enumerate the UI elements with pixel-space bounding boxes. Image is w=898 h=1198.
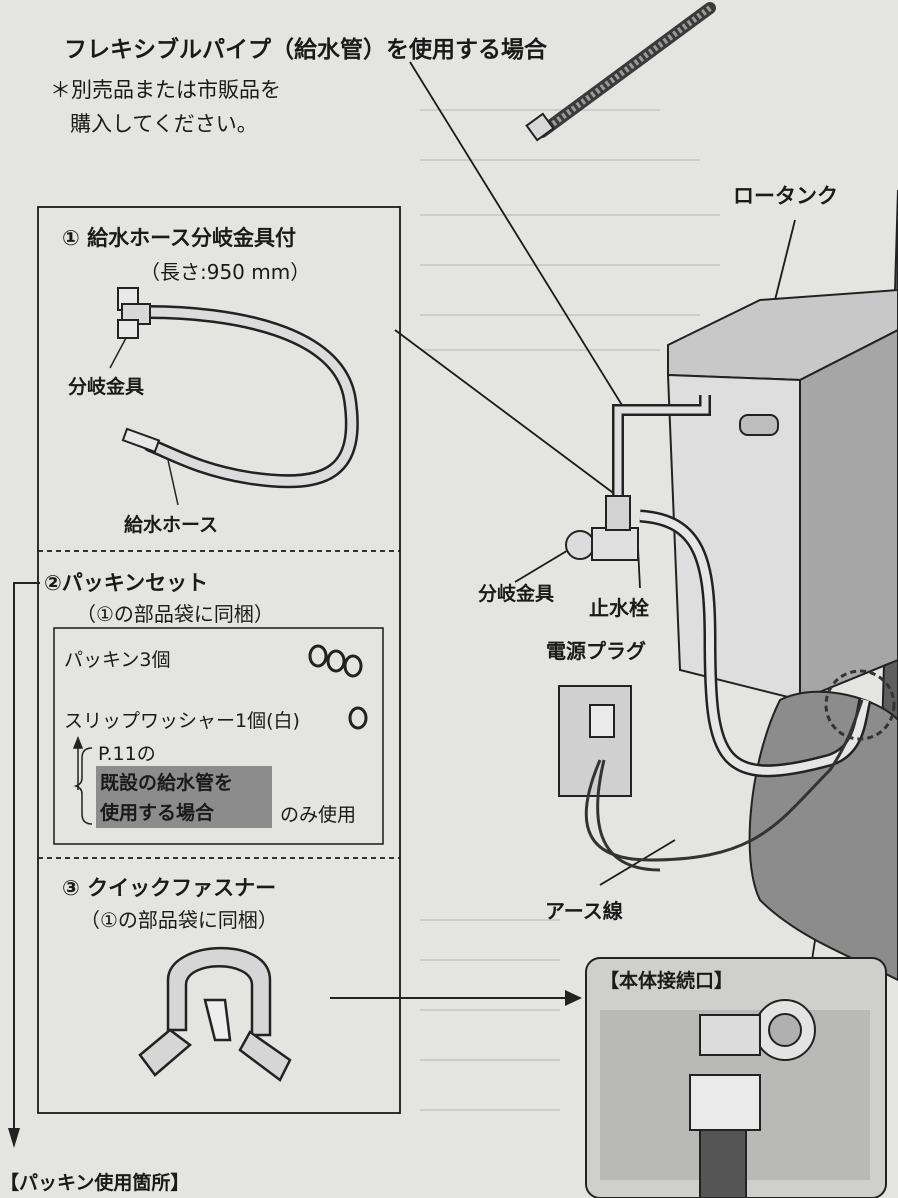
highlight-block: [96, 766, 272, 828]
item2-packing: パッキン3個: [64, 649, 171, 671]
note-line-2: 購入してください。: [70, 112, 258, 136]
item2-existing-line2: 使用する場合: [100, 802, 215, 824]
item2-washer: スリップワッシャー1個(白): [64, 710, 300, 732]
item2-title: ②パッキンセット: [44, 571, 209, 595]
item1-title: ① 給水ホース分岐金具付: [62, 226, 297, 250]
hose-icon: [109, 287, 359, 506]
item1-length: （長さ:950 mm）: [140, 260, 311, 284]
item2-only-use: のみ使用: [280, 804, 357, 826]
flexible-pipe-icon: [525, 2, 716, 142]
item1-label-branch: 分岐金具: [68, 376, 145, 398]
arrow-icon: [8, 582, 40, 1148]
arrow-icon: [330, 990, 582, 1006]
label-branch-fitting: 分岐金具: [478, 583, 555, 605]
label-earth-wire: アース線: [545, 899, 623, 923]
note-line-1: ＊別売品または市販品を: [50, 78, 281, 102]
item2-subtitle: （①の部品袋に同梱）: [76, 602, 274, 626]
o-ring-icon: [308, 644, 368, 730]
item3-title: ③ クイックファスナー: [62, 876, 277, 900]
item2-existing-line1: 既設の給水管を: [100, 772, 234, 794]
quick-fastener-icon: [138, 946, 292, 1082]
label-power-plug: 電源プラグ: [546, 639, 646, 663]
arrow-icon: [72, 735, 93, 825]
item3-subtitle: （①の部品袋に同梱）: [80, 908, 278, 932]
item1-label-hose: 給水ホース: [124, 514, 219, 536]
parts-box: [37, 206, 401, 1114]
label-stop-valve: 止水栓: [589, 596, 649, 620]
footer-packing-location: 【パッキン使用箇所】: [0, 1172, 190, 1194]
label-body-connection: 【本体接続口】: [600, 970, 734, 992]
page-title: フレキシブルパイプ（給水管）を使用する場合: [64, 37, 547, 63]
item2-ref-page: P.11の: [98, 743, 156, 765]
tank-icon: [558, 189, 898, 982]
background-texture: [420, 109, 720, 1111]
body-connection-inset: [585, 957, 887, 1198]
label-low-tank: ロータンク: [733, 184, 838, 208]
